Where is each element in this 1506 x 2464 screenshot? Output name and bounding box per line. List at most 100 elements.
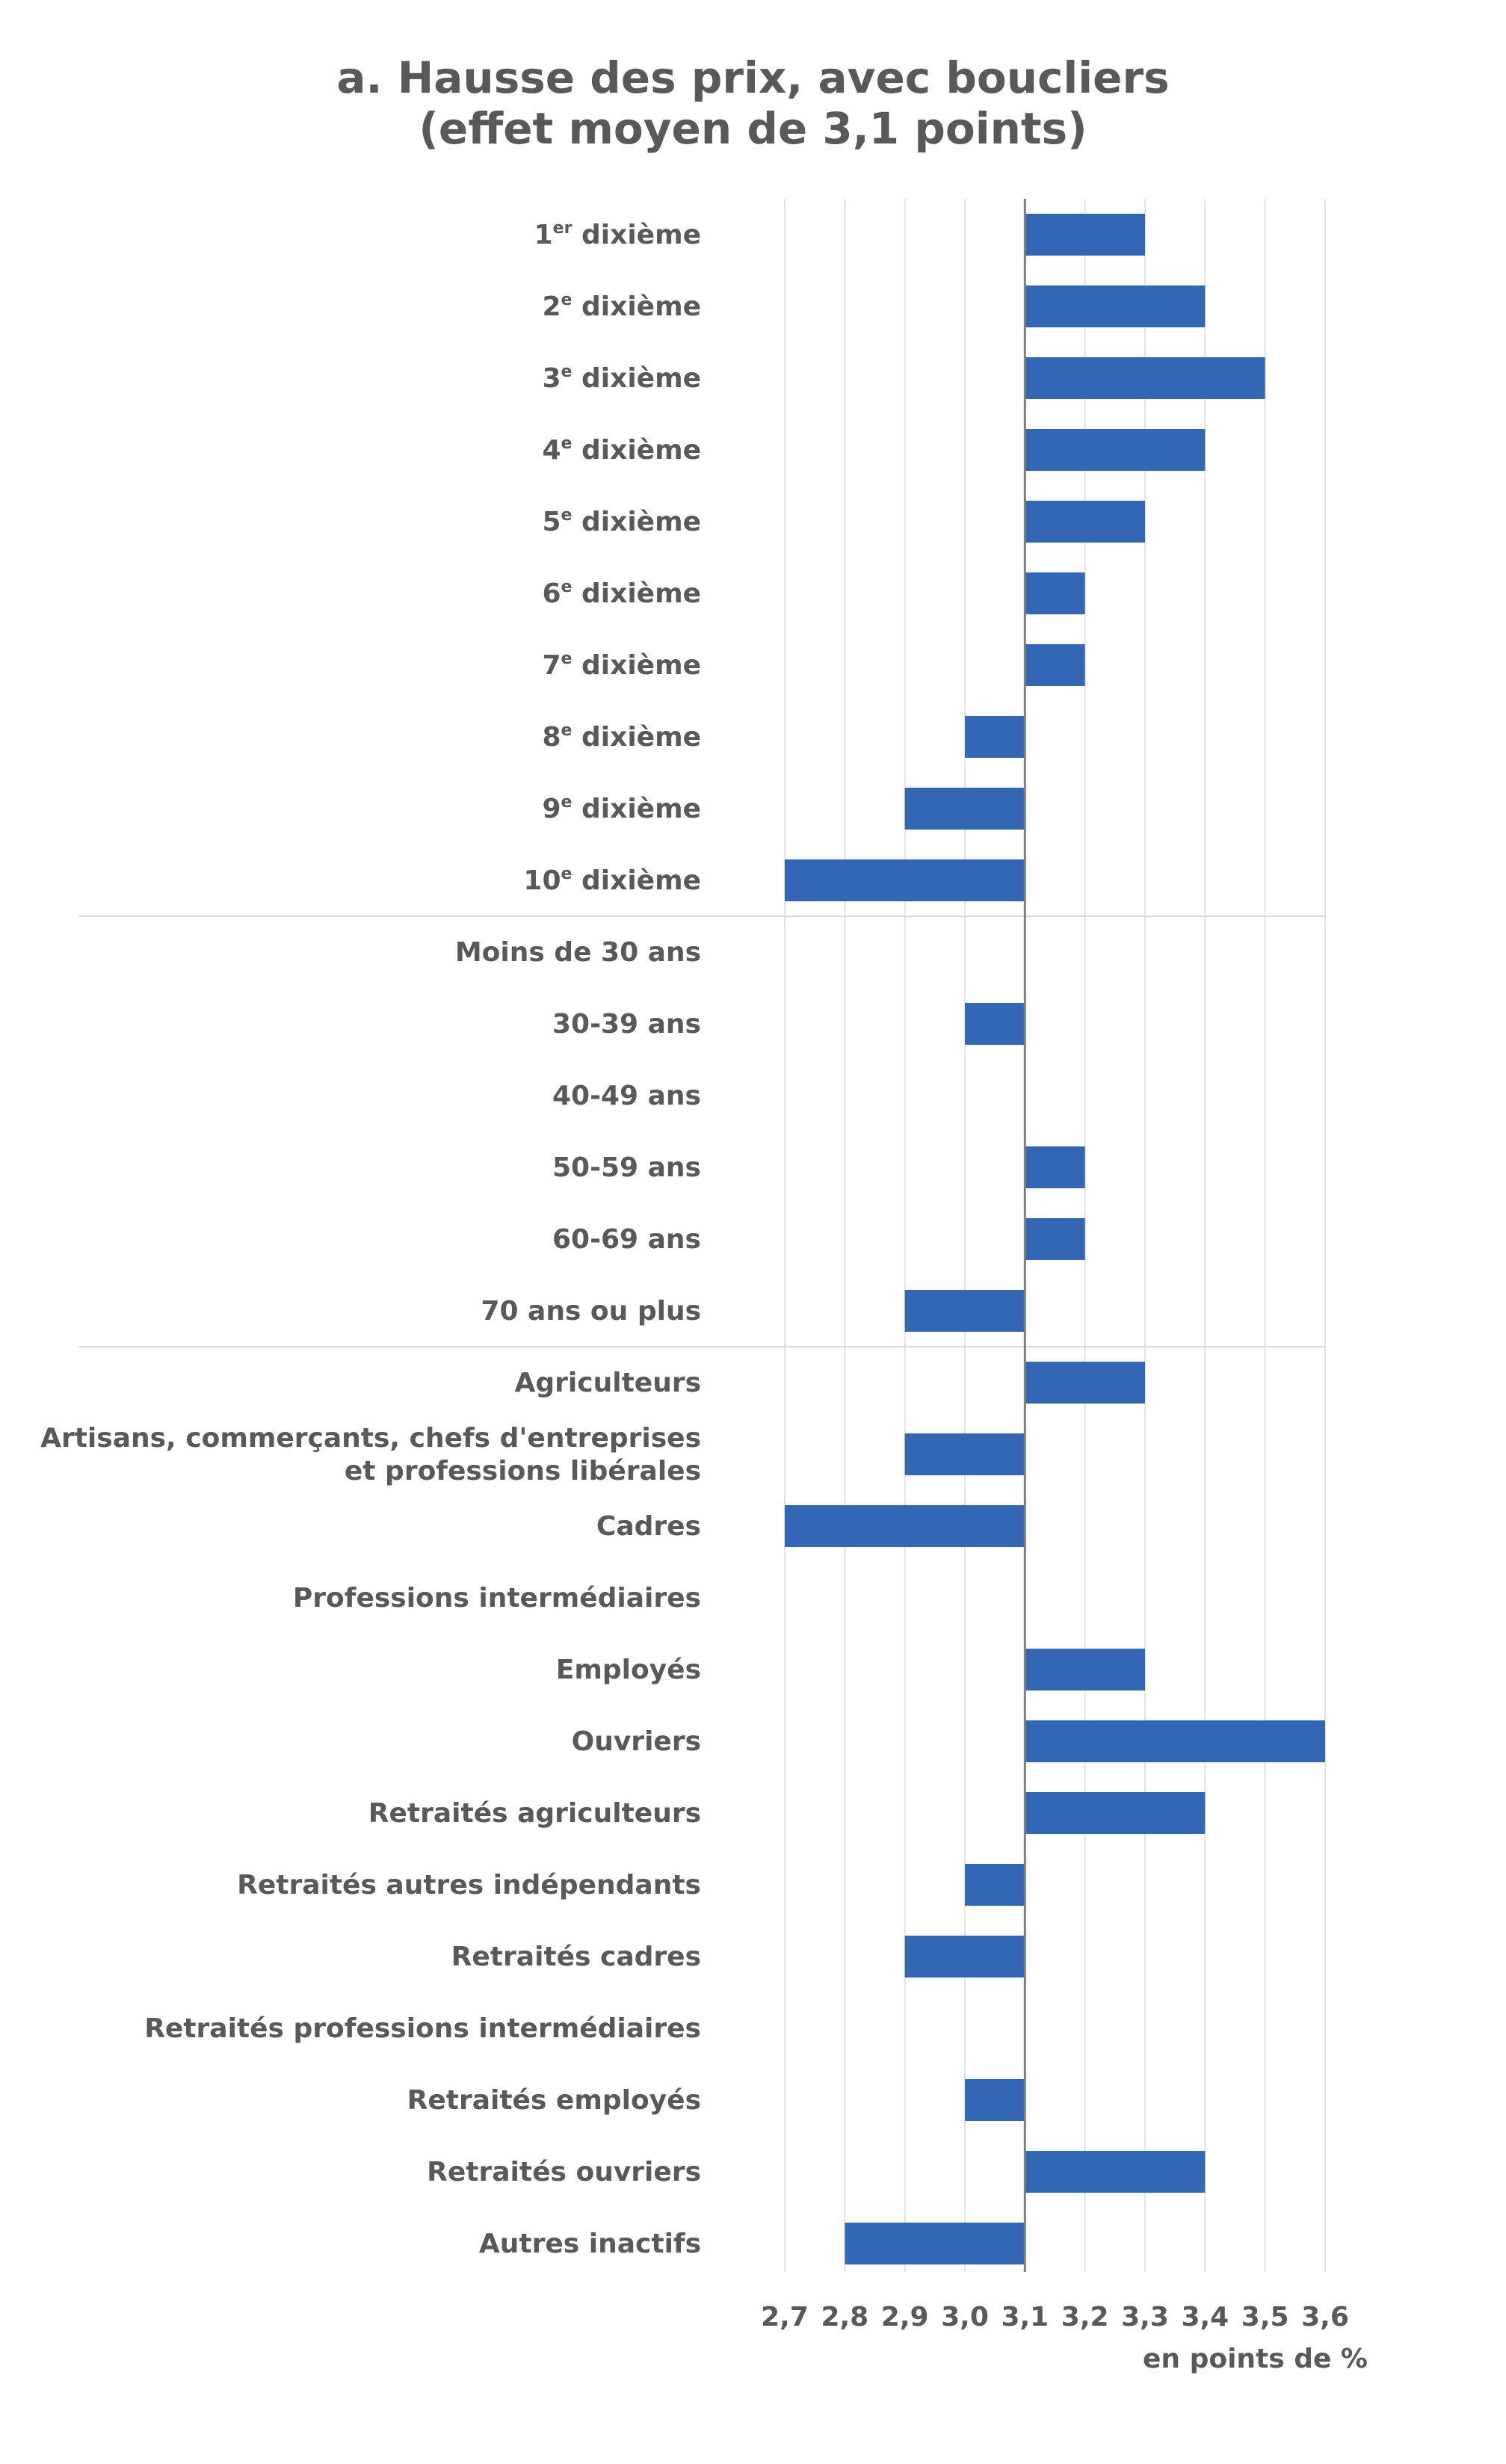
bar <box>904 1433 1025 1475</box>
category-label: 70 ans ou plus <box>481 1296 701 1327</box>
category-label: Agriculteurs <box>515 1368 701 1398</box>
category-label: 1er dixième <box>534 219 701 250</box>
category-label-number: 4 <box>542 435 561 466</box>
bar <box>1025 644 1085 686</box>
bar <box>785 1505 1025 1547</box>
x-tick-label: 3,3 <box>1121 2302 1169 2332</box>
bar <box>965 2079 1025 2121</box>
category-label-suffix: e <box>561 506 573 525</box>
bar <box>1025 357 1265 399</box>
bar <box>1025 2151 1206 2193</box>
chart-subtitle: (effet moyen de 3,1 points) <box>419 103 1087 154</box>
category-label: Retraités autres indépendants <box>237 1870 701 1901</box>
category-label: Moins de 30 ans <box>455 937 701 968</box>
category-label-suffix: e <box>561 649 573 668</box>
x-tick-label: 3,0 <box>941 2302 989 2332</box>
chart-title-line: a. Hausse des prix, avec boucliers <box>336 52 1170 103</box>
category-label-number: 10 <box>523 865 561 896</box>
bar <box>1025 1362 1145 1404</box>
category-label-number: 5 <box>542 507 561 537</box>
bar <box>1025 285 1206 327</box>
category-label-text: dixième <box>572 291 701 322</box>
x-tick-label: 3,6 <box>1301 2302 1349 2332</box>
category-label-text: dixième <box>572 722 701 753</box>
bar <box>965 1003 1025 1045</box>
category-label: 8e dixième <box>542 721 701 753</box>
bar <box>904 788 1025 830</box>
category-label-text: dixième <box>572 865 701 896</box>
bar <box>1025 501 1145 543</box>
category-label: Autres inactifs <box>479 2229 701 2259</box>
bar <box>1025 1218 1085 1260</box>
bar <box>1025 1146 1085 1188</box>
category-label: 60-69 ans <box>552 1224 701 1255</box>
category-label-suffix: er <box>553 219 573 238</box>
category-label-suffix: e <box>561 434 573 453</box>
category-label: Retraités professions intermédiaires <box>144 2013 701 2044</box>
category-label-number: 6 <box>542 578 561 609</box>
x-tick-label: 2,9 <box>881 2302 929 2332</box>
bar <box>845 2223 1025 2264</box>
category-label: 2e dixième <box>542 291 701 322</box>
category-label-suffix: e <box>561 362 573 381</box>
category-label: 5e dixième <box>542 506 701 537</box>
category-label: 7e dixième <box>542 649 701 681</box>
x-tick-label: 3,5 <box>1241 2302 1289 2332</box>
category-label: Professions intermédiaires <box>293 1583 701 1614</box>
category-label: Cadres <box>596 1511 701 1542</box>
category-label: 40-49 ans <box>552 1081 701 1111</box>
bar <box>1025 572 1085 614</box>
category-label-suffix: e <box>561 721 573 740</box>
category-label: Artisans, commerçants, chefs d'entrepris… <box>40 1423 701 1454</box>
bar <box>965 1864 1025 1906</box>
bars <box>785 214 1325 2264</box>
category-label-text: dixième <box>572 435 701 466</box>
category-label-text: dixième <box>572 220 701 250</box>
category-label-number: 7 <box>542 650 561 681</box>
category-label: 50-59 ans <box>552 1152 701 1183</box>
category-label: Employés <box>556 1655 701 1685</box>
category-label: Retraités cadres <box>451 1942 701 1972</box>
bar <box>904 1290 1025 1332</box>
category-label: Retraités ouvriers <box>427 2157 701 2187</box>
bar <box>1025 1720 1325 1762</box>
category-label-suffix: e <box>561 578 573 596</box>
category-label-text: dixième <box>572 578 701 609</box>
x-tick-label: 3,1 <box>1001 2302 1049 2332</box>
group-separators <box>78 915 1325 1347</box>
bar <box>1025 1792 1206 1834</box>
category-label: 30-39 ans <box>552 1009 701 1040</box>
category-label: 9e dixième <box>542 793 701 824</box>
category-label-text: dixième <box>572 363 701 394</box>
category-label-number: 3 <box>542 363 561 394</box>
category-label-number: 9 <box>542 794 561 824</box>
category-label-text: dixième <box>572 507 701 537</box>
category-label: 4e dixième <box>542 434 701 466</box>
bar <box>1025 429 1206 471</box>
category-label: 6e dixième <box>542 578 701 609</box>
x-tick-label: 3,4 <box>1181 2302 1229 2332</box>
category-label-suffix: e <box>561 291 573 309</box>
category-label-suffix: e <box>561 865 573 883</box>
x-tick-label: 3,2 <box>1061 2302 1109 2332</box>
category-label: Retraités employés <box>407 2085 701 2116</box>
bar <box>785 859 1025 901</box>
category-label-suffix: e <box>561 793 573 812</box>
x-axis-unit-label: en points de % <box>1143 2344 1368 2374</box>
category-label: Ouvriers <box>572 1726 701 1757</box>
category-label-number: 1 <box>534 220 553 250</box>
chart-title: a. Hausse des prix, avec boucliers (effe… <box>0 52 1506 154</box>
category-label-text: dixième <box>572 794 701 824</box>
category-label: 3e dixième <box>542 362 701 394</box>
category-label-text: dixième <box>572 650 701 681</box>
x-tick-label: 2,8 <box>821 2302 868 2332</box>
category-label-number: 8 <box>542 722 561 753</box>
category-label-number: 2 <box>542 291 561 322</box>
bar <box>1025 1649 1145 1690</box>
bar <box>965 716 1025 758</box>
x-tick-label: 2,7 <box>761 2302 809 2332</box>
bar <box>904 1936 1025 1977</box>
category-label: Retraités agriculteurs <box>368 1798 701 1829</box>
